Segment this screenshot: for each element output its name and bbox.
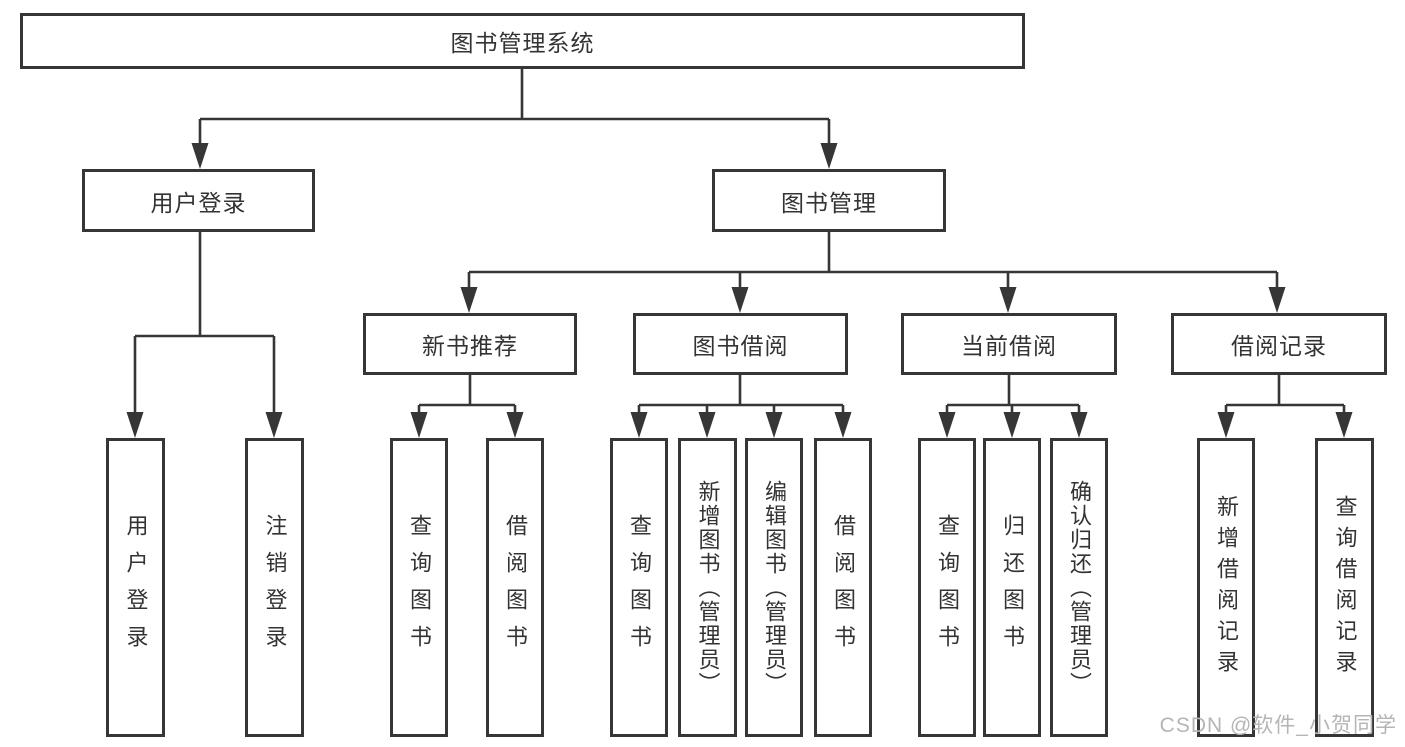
node-library-management-system: 图书管理系统 <box>20 13 1025 69</box>
leaf-borrow-books-borrowing: 借阅图书 <box>814 438 872 737</box>
node-book-borrowing: 图书借阅 <box>633 313 848 375</box>
leaf-add-borrow-record: 新增借阅记录 <box>1197 438 1255 737</box>
node-book-management: 图书管理 <box>712 169 946 232</box>
node-user-login: 用户登录 <box>82 169 315 232</box>
watermark: CSDN @软件_小贺同学 <box>1159 714 1397 737</box>
node-label: 图书管理 <box>781 189 877 216</box>
leaf-logout: 注销登录 <box>245 438 304 737</box>
leaf-borrow-books-recommend: 借阅图书 <box>486 438 544 737</box>
node-label: 图书借阅 <box>692 333 789 359</box>
leaf-confirm-return-admin: 确认归还（管理员） <box>1050 438 1108 737</box>
node-label: 借阅图书 <box>503 513 528 662</box>
leaf-return-book: 归还图书 <box>983 438 1041 737</box>
leaf-query-books-current: 查询图书 <box>918 438 976 737</box>
node-borrowing-records: 借阅记录 <box>1171 313 1387 375</box>
leaf-add-book-admin: 新增图书（管理员） <box>678 438 737 737</box>
leaf-edit-book-admin: 编辑图书（管理员） <box>745 438 803 737</box>
node-label: 用户登录 <box>123 513 149 662</box>
node-label: 新书推荐 <box>422 333 518 359</box>
node-label: 归还图书 <box>1000 513 1025 662</box>
node-label: 确认归还（管理员） <box>1067 479 1092 696</box>
node-label: 注销登录 <box>262 513 288 662</box>
node-current-borrowing: 当前借阅 <box>901 313 1117 375</box>
node-new-book-recommendation: 新书推荐 <box>363 313 577 375</box>
leaf-query-books-borrowing: 查询图书 <box>610 438 668 737</box>
node-label: 查询图书 <box>407 513 432 662</box>
node-label: 新增图书（管理员） <box>695 479 721 696</box>
node-label: 借阅图书 <box>831 513 856 662</box>
node-label: 查询图书 <box>627 513 652 662</box>
leaf-query-borrow-record: 查询借阅记录 <box>1315 438 1374 737</box>
node-label: 图书管理系统 <box>450 30 595 56</box>
node-label: 用户登录 <box>150 189 247 216</box>
node-label: 新增借阅记录 <box>1214 494 1239 681</box>
node-label: 借阅记录 <box>1231 333 1327 359</box>
node-label: 编辑图书（管理员） <box>762 479 787 696</box>
leaf-query-books-recommend: 查询图书 <box>390 438 448 737</box>
leaf-user-login: 用户登录 <box>106 438 165 737</box>
node-label: 查询图书 <box>935 513 960 662</box>
node-label: 当前借阅 <box>961 333 1057 359</box>
node-label: 查询借阅记录 <box>1332 494 1358 681</box>
